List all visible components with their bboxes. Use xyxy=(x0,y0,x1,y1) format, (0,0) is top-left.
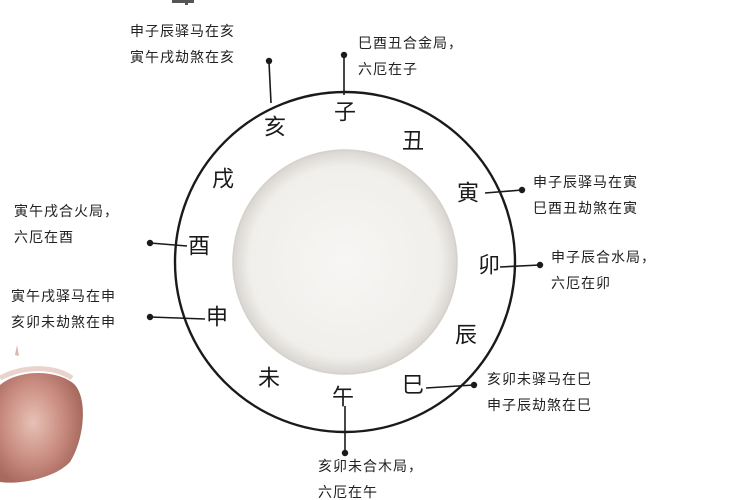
annotation-mao-line1: 申子辰合水局， xyxy=(551,250,656,266)
annotation-you: 寅午戌合火局， 六厄在酉 xyxy=(14,203,119,246)
inner-disc xyxy=(232,149,458,375)
annotation-you-line2: 六厄在酉 xyxy=(14,230,74,246)
leader-dot-zi xyxy=(340,51,348,59)
annotation-zi: 巳酉丑合金局， 六厄在子 xyxy=(358,36,463,78)
branch-xu: 戌 xyxy=(212,168,234,193)
branch-zi: 子 xyxy=(334,101,356,126)
branch-shen: 申 xyxy=(206,306,228,331)
leader-dot-you xyxy=(146,239,154,247)
annotation-shen: 寅午戌驿马在申 亥卯未劫煞在申 xyxy=(11,288,116,331)
leader-dot-yin xyxy=(518,186,526,194)
branch-wu: 午 xyxy=(332,386,354,411)
annotation-hai-line2: 寅午戌劫煞在亥 xyxy=(130,49,235,66)
branch-mao: 卯 xyxy=(478,254,500,279)
annotation-zi-line1: 巳酉丑合金局， xyxy=(358,36,463,52)
branch-chou: 丑 xyxy=(402,130,424,155)
annotation-you-line1: 寅午戌合火局， xyxy=(14,203,119,220)
annotation-yin-line2: 巳酉丑劫煞在寅 xyxy=(533,200,638,217)
annotation-yin: 申子辰驿马在寅 巳酉丑劫煞在寅 xyxy=(533,174,638,217)
annotation-zi-line2: 六厄在子 xyxy=(358,62,418,78)
annotation-mao-line2: 六厄在卯 xyxy=(551,276,611,292)
cropped-heading-fragment xyxy=(172,0,194,5)
annotation-wu-line2: 六厄在午 xyxy=(318,485,378,500)
branch-wei: 未 xyxy=(258,367,280,392)
annotation-yin-line1: 申子辰驿马在寅 xyxy=(533,174,638,191)
annotation-wu: 亥卯未合木局， 六厄在午 xyxy=(318,459,423,500)
leader-dot-wu xyxy=(341,449,349,457)
annotation-si-line1: 亥卯未驿马在巳 xyxy=(487,372,592,388)
annotation-wu-line1: 亥卯未合木局， xyxy=(318,459,423,475)
branch-chen: 辰 xyxy=(455,324,477,349)
annotation-hai: 申子辰驿马在亥 寅午戌劫煞在亥 xyxy=(130,24,235,66)
branch-hai: 亥 xyxy=(264,116,286,141)
leader-dot-si xyxy=(470,381,478,389)
leader-lines xyxy=(146,51,544,457)
leader-dot-hai xyxy=(265,57,273,65)
annotation-shen-line1: 寅午戌驿马在申 xyxy=(11,288,116,305)
leader-dot-shen xyxy=(146,313,154,321)
annotation-mao: 申子辰合水局， 六厄在卯 xyxy=(551,250,656,292)
annotation-si: 亥卯未驿马在巳 申子辰劫煞在巳 xyxy=(487,372,592,414)
annotation-si-line2: 申子辰劫煞在巳 xyxy=(487,398,592,414)
annotation-hai-line1: 申子辰驿马在亥 xyxy=(130,24,235,40)
branch-si: 巳 xyxy=(402,374,424,399)
branch-yin: 寅 xyxy=(457,182,479,207)
branch-you: 酉 xyxy=(188,235,210,260)
thumb-image xyxy=(0,345,83,483)
leader-dot-mao xyxy=(536,261,544,269)
annotation-shen-line2: 亥卯未劫煞在申 xyxy=(11,315,116,331)
